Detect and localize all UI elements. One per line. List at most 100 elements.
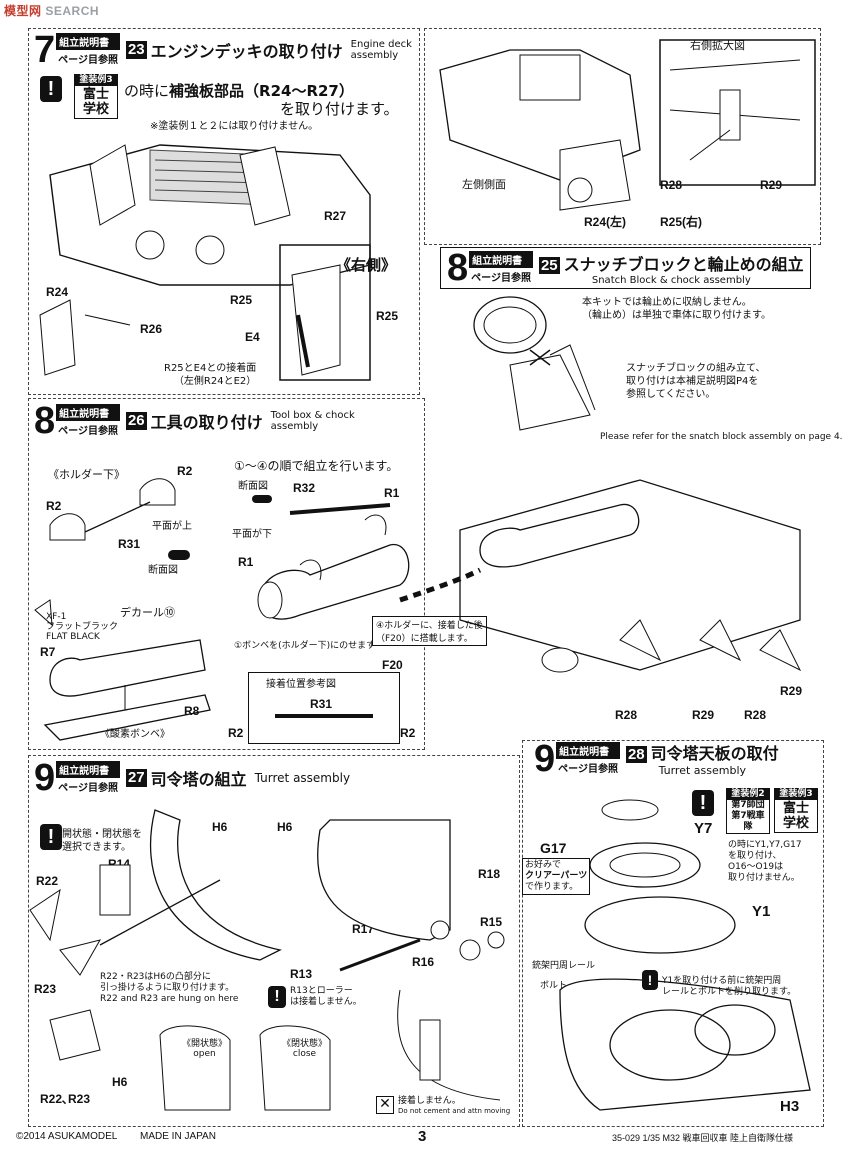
flat-up-label: 平面が上 xyxy=(152,521,192,532)
warning-icon-y1: ! xyxy=(642,970,658,990)
step4-caption: ④ホルダーに、接着した後（F20）に搭載します。 xyxy=(372,616,487,646)
section-label: 断面図 xyxy=(148,565,178,576)
reference-title: 接着位置参考図 xyxy=(266,679,336,690)
step-title: エンジンデッキの取り付け xyxy=(150,42,343,61)
left-side-label: 左側側面 xyxy=(462,179,506,191)
label-r28-top: R28 xyxy=(660,178,683,192)
reference-box xyxy=(248,672,400,744)
holder-label: 《ホルダー下》 xyxy=(48,469,125,481)
snatch-block-drawing xyxy=(473,296,596,431)
open-label: 《開状態》open xyxy=(182,1039,228,1059)
bottle-drawing xyxy=(252,495,410,620)
label-r28-mid: R28 xyxy=(615,708,638,722)
label-r26: R26 xyxy=(140,322,163,336)
label-r29-mid-2: R29 xyxy=(692,708,715,722)
book-label: 組立説明書 xyxy=(56,33,120,50)
label-r32: R32 xyxy=(293,481,316,495)
snatch-note: 本キットでは輪止めに収納しません。 （輪止め）は単独で車体に取り付けます。 xyxy=(582,297,771,321)
footer-made-in: MADE IN JAPAN xyxy=(140,1131,216,1142)
page-number-footer: 3 xyxy=(418,1128,427,1145)
label-r2-holder: R2 xyxy=(177,464,193,478)
label-h3: H3 xyxy=(780,1098,800,1115)
label-e4: E4 xyxy=(245,330,260,344)
reference-bar xyxy=(275,714,373,718)
label-r28-mid-2: R28 xyxy=(744,708,767,722)
engine-deck-drawing xyxy=(39,144,371,381)
frame-top-right xyxy=(424,28,821,245)
section-label-2: 断面図 xyxy=(238,481,268,492)
snatch-note-2: スナッチブロックの組み立て、 取り付けは本補足説明図P4を 参照してください。 xyxy=(626,363,766,400)
label-r23: R23 xyxy=(34,982,57,996)
holder-drawing xyxy=(49,478,190,560)
no-cement-note: 接着しません。Do not cement and attn moving xyxy=(398,1096,511,1115)
label-r2-ref-left: R2 xyxy=(228,726,244,740)
label-r22: R22 xyxy=(36,874,59,888)
right-side-label: 《右側》 xyxy=(336,256,397,274)
step26-header: 8 組立説明書 ページ目参照 26 工具の取り付け Tool box & cho… xyxy=(34,400,355,442)
hatch-drawing xyxy=(559,799,811,1111)
step23-header: 7 組立説明書 ページ目参照 23 エンジンデッキの取り付け Engine de… xyxy=(34,29,412,71)
order-note: ①〜④の順で組立を行います。 xyxy=(234,459,399,473)
warning-icon: ! xyxy=(40,76,62,102)
label-y7: Y7 xyxy=(694,820,713,837)
label-r8: R8 xyxy=(184,704,200,718)
close-label: 《閉状態》close xyxy=(282,1039,328,1059)
paint-scheme-3-badge: 塗装例3 富士学校 xyxy=(774,788,818,833)
warning-icon-roller: ! xyxy=(268,986,286,1008)
label-r24: R24 xyxy=(46,285,69,299)
label-r29-mid: R29 xyxy=(780,684,803,698)
label-h6: H6 xyxy=(212,820,228,834)
hook-note: R22・R23はH6の凸部分に引っ掛けるように取り付けます。R22 and R2… xyxy=(100,972,239,1004)
footer-copyright: ©2014 ASUKAMODEL xyxy=(16,1131,118,1142)
footer-kit-code: 35-029 1/35 M32 戦車回収車 陸上自衛隊仕様 xyxy=(612,1133,794,1143)
frame-mid-left xyxy=(28,398,425,750)
oxygen-label: 《酸素ボンベ》 xyxy=(100,729,170,740)
label-r27: R27 xyxy=(324,209,347,223)
glue-note: R25とE4との接着面（左側R24とE2） xyxy=(164,363,257,387)
page-ref: ページ目参照 xyxy=(58,55,118,66)
label-r7: R7 xyxy=(40,645,56,659)
rear-hull-drawing xyxy=(439,39,816,211)
label-r16: R16 xyxy=(412,955,435,969)
warning-icon-hatch: ! xyxy=(692,790,714,816)
open-close-note: 開状態・閉状態を選択できます。 xyxy=(62,829,142,853)
label-y1: Y1 xyxy=(752,903,771,920)
step23-note-3: ※塗装例１と２には取り付けません。 xyxy=(150,121,319,132)
watermark: 模型网 SEARCH xyxy=(4,4,100,18)
page-number: 7 xyxy=(34,29,56,71)
warning-icon-turret: ! xyxy=(40,824,62,850)
label-r22-r23: R22､R23 xyxy=(40,1092,91,1106)
turret-drawing xyxy=(29,809,505,1111)
frame-top-left xyxy=(28,28,420,395)
frame-bottom-right xyxy=(522,740,824,1127)
label-r29-top: R29 xyxy=(760,178,783,192)
label-r2-ref-right: R2 xyxy=(400,726,416,740)
snatch-note-en: Please refer for the snatch block assemb… xyxy=(600,432,843,442)
label-g17: G17 xyxy=(540,840,567,856)
label-r15: R15 xyxy=(480,915,503,929)
no-cement-icon: ✕ xyxy=(376,1096,394,1114)
label-r25-right: R25(右) xyxy=(660,215,703,229)
oxygen-bottle-drawing xyxy=(34,599,211,741)
frame-bottom-left xyxy=(28,755,520,1127)
hull-mount-drawing xyxy=(399,479,802,673)
paint-scheme-2-badge: 塗装例2 第7師団 第7戦車隊 xyxy=(726,788,770,834)
decal-label: デカール⑩ xyxy=(120,607,175,619)
zoom-label: 右側拡大図 xyxy=(690,40,745,52)
mg-rail-label: 銃架円周レール xyxy=(532,961,596,971)
y1-note: Y1を取り付ける前に銃架円周レールとボルトを削り取ります。 xyxy=(662,976,797,997)
label-r2-holder-left: R2 xyxy=(46,499,62,513)
clear-parts-note: お好みでクリアーパーツで作ります。 xyxy=(522,858,591,895)
label-h6-right: H6 xyxy=(277,820,293,834)
roller-note: R13とローラーは接着しません。 xyxy=(290,986,362,1007)
paint-scheme-badge: 塗装例3 富士学校 xyxy=(74,74,118,119)
step1-caption: ①ボンベを(ホルダー下)にのせます xyxy=(234,641,376,651)
label-r1-top: R1 xyxy=(384,486,400,500)
label-r31: R31 xyxy=(118,537,141,551)
label-r24-left: R24(左) xyxy=(584,215,627,229)
label-r1: R1 xyxy=(238,555,254,569)
label-r25: R25 xyxy=(230,293,253,307)
